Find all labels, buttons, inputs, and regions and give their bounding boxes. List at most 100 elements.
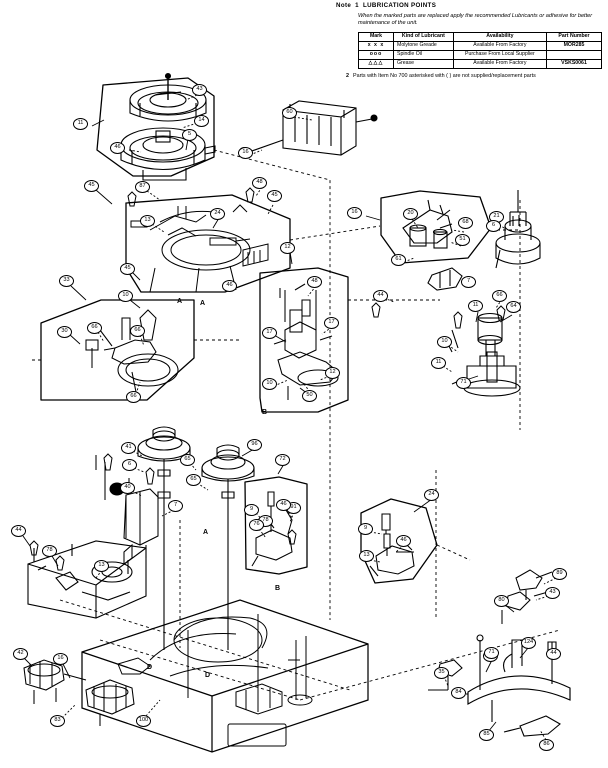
part-callout-78: 78 [42, 545, 57, 557]
part-callout-66: 66 [492, 290, 507, 302]
col-mark: Mark [358, 31, 394, 42]
part-callout-41: 41 [121, 442, 136, 454]
part-callout-44: 44 [546, 648, 561, 660]
part-callout-24: 24 [210, 208, 225, 220]
callout-leader-lines [22, 94, 557, 741]
transformer-block [238, 100, 378, 158]
part-callout-72: 72 [275, 454, 290, 466]
construction-lines [30, 149, 561, 701]
part-callout-16: 16 [347, 207, 362, 219]
footnote-number: 2 [346, 72, 349, 79]
part-callout-51: 51 [455, 234, 470, 246]
part-callout-86: 86 [539, 739, 554, 751]
part-callout-46: 46 [222, 280, 237, 292]
part-callout-44: 44 [11, 525, 26, 537]
table-row: ooo Spindle Oil Purchase From Local Supp… [358, 49, 602, 60]
section-mark-a: A [200, 300, 206, 307]
note-footnote: 2 Parts with Item No 700 asterisked with … [346, 73, 604, 79]
part-callout-48: 48 [307, 276, 322, 288]
bottom-center-gear-cluster [85, 679, 135, 726]
part-callout-46: 46 [110, 142, 125, 154]
part-callout-6: 6 [486, 220, 501, 232]
cell-availability: Purchase From Local Supplier [452, 49, 548, 60]
part-callout-10: 10 [262, 378, 277, 390]
part-callout-65: 65 [180, 454, 195, 466]
part-callout-68: 68 [458, 217, 473, 229]
cell-part-number: MOR285 [546, 40, 602, 51]
part-callout-124: 124 [521, 637, 536, 649]
cell-kind: Molytone Greade [393, 40, 454, 51]
mode-lever-detail [273, 283, 339, 400]
part-callout-87: 87 [135, 181, 150, 193]
cell-mark: x x x [358, 40, 394, 51]
col-availability: Availability [452, 31, 548, 42]
head-drum-upper [129, 72, 207, 122]
cell-part-number: VSKS0061 [546, 58, 602, 69]
section-mark-d: D [147, 664, 153, 671]
cell-mark: △△△ [358, 58, 394, 69]
part-callout-40: 40 [120, 482, 135, 494]
part-callout-30: 30 [57, 326, 72, 338]
part-callout-76: 76 [249, 519, 264, 531]
bottom-left-gear-cluster [23, 659, 87, 704]
part-callout-96: 96 [247, 439, 262, 451]
col-kind: Kind of Lubricant [393, 31, 454, 42]
part-callout-10: 10 [437, 336, 452, 348]
part-callout-100: 100 [136, 715, 151, 727]
col-part-number: Part Number [546, 31, 602, 42]
part-callout-11: 11 [468, 300, 483, 312]
part-callout-12: 12 [325, 367, 340, 379]
cell-availability: Available From Factory [452, 40, 548, 51]
part-callout-45: 45 [120, 263, 135, 275]
cell-part-number [546, 49, 602, 60]
head-drum-lower [120, 127, 216, 181]
cell-kind: Spindle Oil [393, 49, 454, 60]
footnote-text: Parts with Item No 700 asterisked with (… [353, 72, 536, 79]
part-callout-13: 13 [140, 215, 155, 227]
part-callout-66: 66 [126, 391, 141, 403]
part-callout-5: 5 [182, 129, 197, 141]
note-label: Note [336, 2, 352, 9]
part-callout-13: 13 [359, 550, 374, 562]
takeup-reel-table [201, 444, 255, 650]
part-callout-20: 20 [403, 208, 418, 220]
part-callout-35: 35 [434, 667, 449, 679]
section-mark-b: B [275, 585, 281, 592]
part-callout-64: 64 [506, 301, 521, 313]
part-callout-16: 16 [238, 147, 253, 159]
part-callout-71: 71 [456, 377, 471, 389]
part-callout-13: 13 [94, 560, 109, 572]
part-callout-44: 44 [373, 290, 388, 302]
part-callout-9: 9 [244, 504, 259, 516]
part-callout-10: 10 [118, 290, 133, 302]
part-callout-6: 6 [122, 459, 137, 471]
part-callout-45: 45 [267, 190, 282, 202]
right-small-linkage [501, 569, 553, 624]
part-callout-17: 17 [324, 317, 339, 329]
part-callout-46: 46 [276, 499, 291, 511]
lever-bracket-assembly [95, 455, 159, 566]
part-callout-89: 89 [552, 568, 567, 580]
brake-arm-detail [85, 309, 179, 393]
part-callout-43: 43 [192, 84, 207, 96]
cell-mark: ooo [358, 49, 394, 60]
part-callout-14: 14 [194, 115, 209, 127]
part-callout-85: 85 [479, 729, 494, 741]
part-callout-80: 80 [494, 595, 509, 607]
part-callout-24: 24 [424, 489, 439, 501]
part-callout-43: 43 [545, 587, 560, 599]
part-callout-7: 7 [168, 500, 183, 512]
part-callout-16: 16 [53, 653, 68, 665]
part-callout-48: 48 [252, 177, 267, 189]
main-base-plate [81, 599, 369, 753]
part-callout-12: 12 [280, 242, 295, 254]
section-mark-b: B [262, 409, 268, 416]
note-number: 1 [355, 2, 359, 9]
part-callout-45: 45 [84, 180, 99, 192]
note-body-text: When the marked parts are replaced apply… [358, 13, 593, 27]
part-callout-84: 84 [451, 687, 466, 699]
lubricant-table: Mark Kind of Lubricant Availability Part… [358, 31, 602, 69]
cell-kind: Grease [393, 58, 454, 69]
